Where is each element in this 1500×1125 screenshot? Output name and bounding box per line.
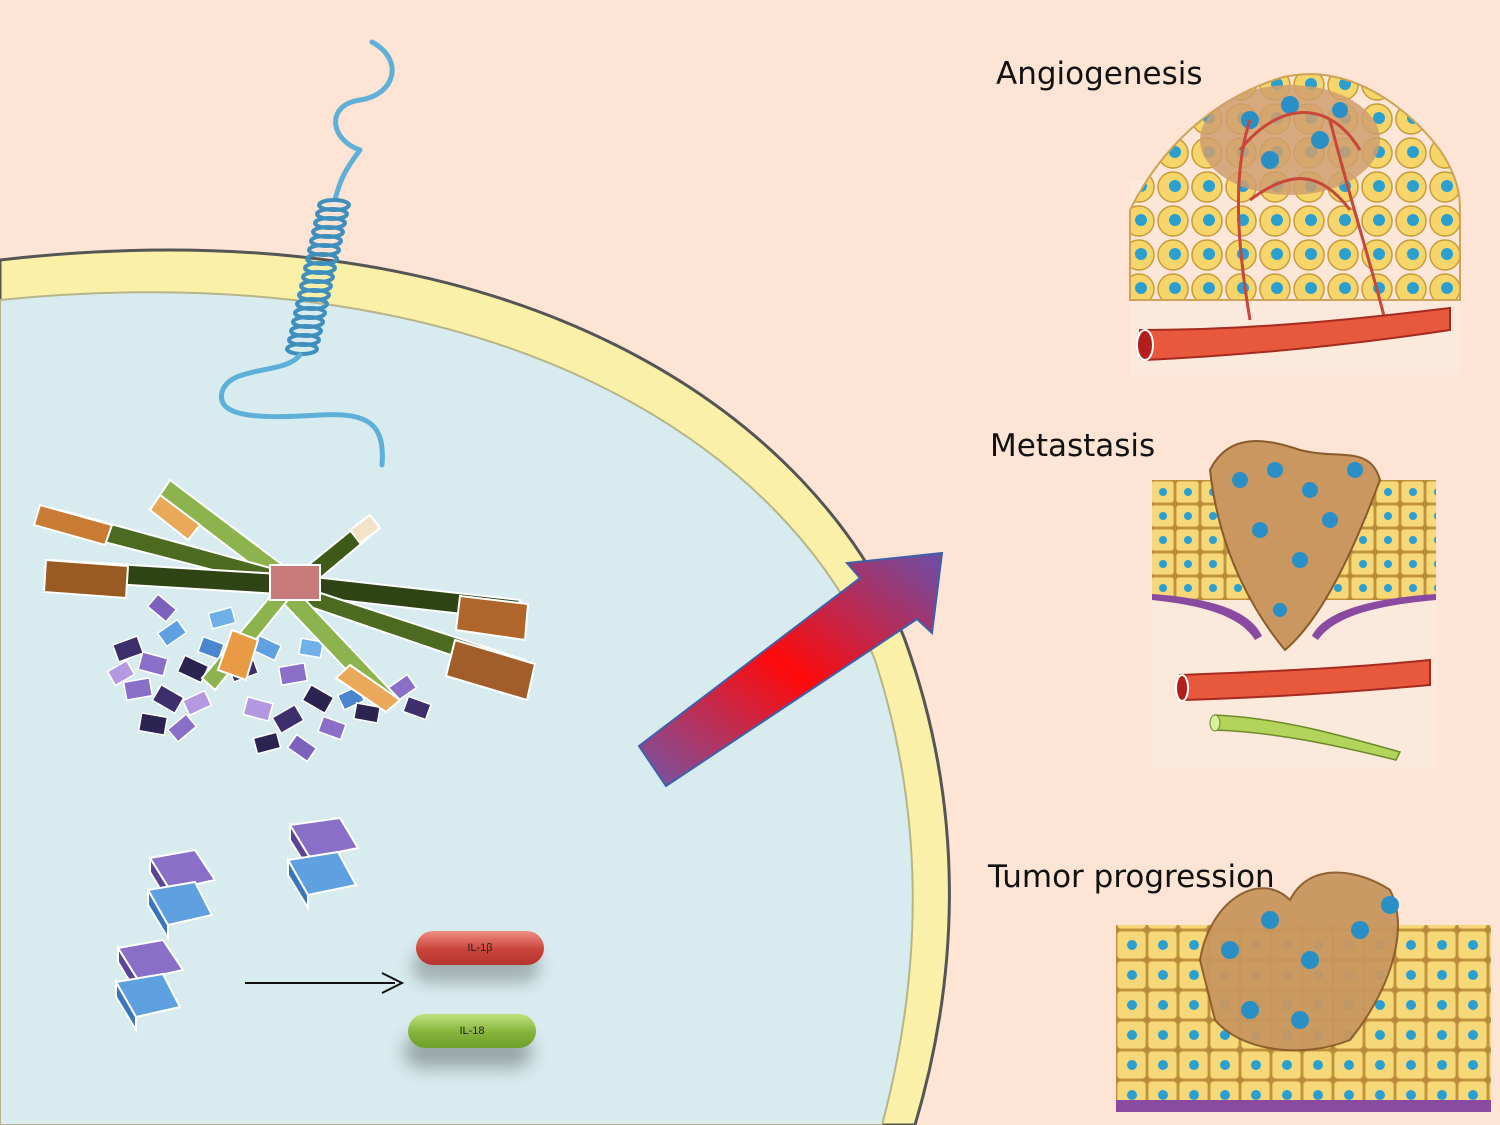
nlrp3-rods — [32, 478, 537, 714]
outcome-arrow — [637, 551, 944, 788]
blue-purple-cluster-right — [226, 634, 432, 763]
panel-title-metastasis: Metastasis — [990, 428, 1156, 464]
cube-pair-1 — [146, 848, 217, 942]
panel-title-tumor-progression: Tumor progression — [988, 859, 1275, 895]
blue-purple-cluster-left — [106, 593, 237, 743]
conversion-arrow — [245, 972, 405, 994]
il-18-pill: IL-18 — [408, 1014, 536, 1048]
cell — [0, 248, 951, 1125]
inflammasome-complex — [32, 478, 537, 763]
cube-pair-3 — [114, 938, 185, 1034]
receptor-helix — [219, 39, 395, 468]
cube-pair-2 — [286, 816, 360, 912]
metastasis-illustration — [1152, 440, 1436, 768]
tumor-progression-illustration — [1116, 871, 1491, 1112]
panel-title-angiogenesis: Angiogenesis — [996, 56, 1203, 92]
il-18-label: IL-18 — [459, 1025, 485, 1037]
il-1b-pill: IL-1β — [416, 931, 544, 965]
il-1b-label: IL-1β — [467, 942, 493, 954]
angiogenesis-illustration — [1129, 73, 1461, 375]
